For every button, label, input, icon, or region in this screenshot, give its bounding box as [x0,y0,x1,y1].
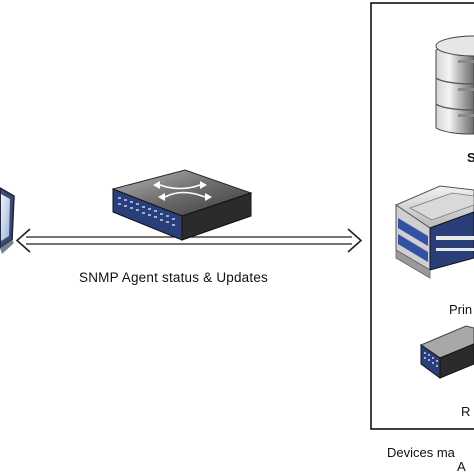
server-icon [435,35,474,135]
devices-enclosure [370,2,474,430]
printer-label: Prin [449,302,473,317]
network-switch-icon [111,169,253,241]
enclosure-caption-line1: Devices ma [387,445,455,460]
server-label: S [467,150,474,165]
arrow-label: SNMP Agent status & Updates [79,270,269,285]
printer-icon [394,185,474,279]
enclosure-caption-line2: A [457,459,466,474]
router-icon [419,325,474,379]
laptop-icon [0,187,15,254]
router-label: R [461,404,471,419]
